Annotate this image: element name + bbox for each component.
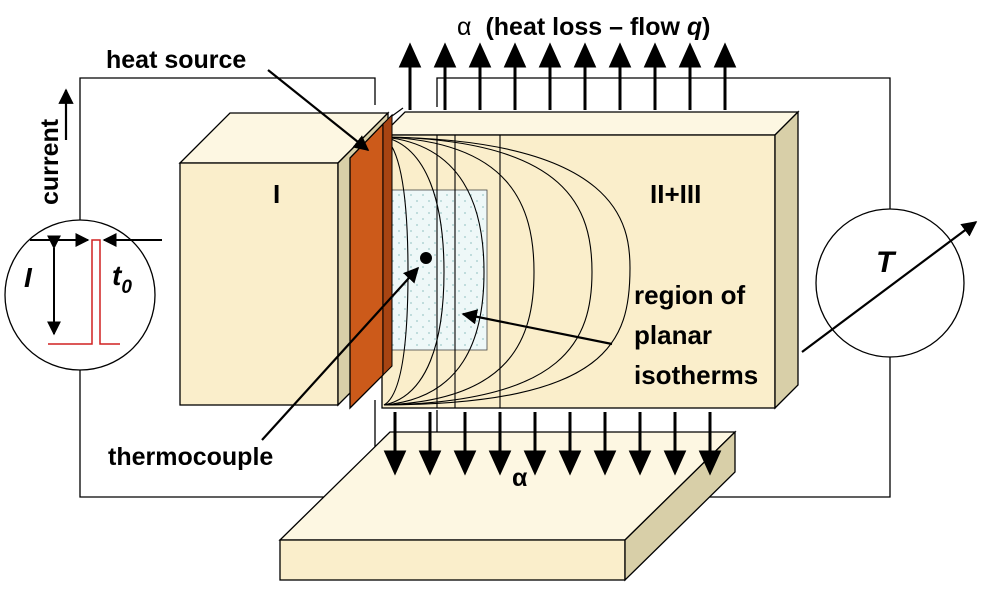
thermocouple [261, 252, 432, 441]
bottom-alpha-label: α [512, 464, 528, 492]
temperature-meter [801, 208, 978, 358]
region-label-line2: planar [634, 320, 712, 350]
region-label-line1: region of [634, 280, 746, 310]
heat-loss-text: (heat loss – flow [485, 13, 686, 41]
heat-loss-label: α (heat loss – flow q) [457, 13, 711, 41]
thermocouple-label: thermocouple [108, 443, 273, 471]
heat-loss-q: q [687, 13, 702, 41]
downward-arrows [383, 412, 722, 476]
current-label: current [36, 118, 64, 205]
pulse-amplitude-label: I [24, 262, 33, 293]
heat-loss-alpha: α [457, 13, 471, 41]
region-pointer [461, 309, 613, 346]
upward-arrows [398, 42, 737, 110]
current-source-meter [4, 219, 162, 371]
block-I-label: I [273, 179, 280, 209]
heat-source-plate [349, 107, 404, 410]
heat-loss-close: ) [702, 13, 710, 41]
pulse-t-subscript: 0 [121, 277, 132, 298]
temperature-meter-label: T [876, 246, 897, 279]
block-II-III [380, 110, 800, 410]
pulse-duration-label: t0 [112, 260, 132, 298]
isotherm-curves [383, 135, 631, 408]
block-II-III-label: II+III [650, 179, 701, 209]
heat-source-pointer [267, 69, 370, 151]
heat-source-label: heat source [106, 46, 246, 74]
region-label-line3: isotherms [634, 360, 758, 390]
pulse-t: t [112, 260, 123, 291]
